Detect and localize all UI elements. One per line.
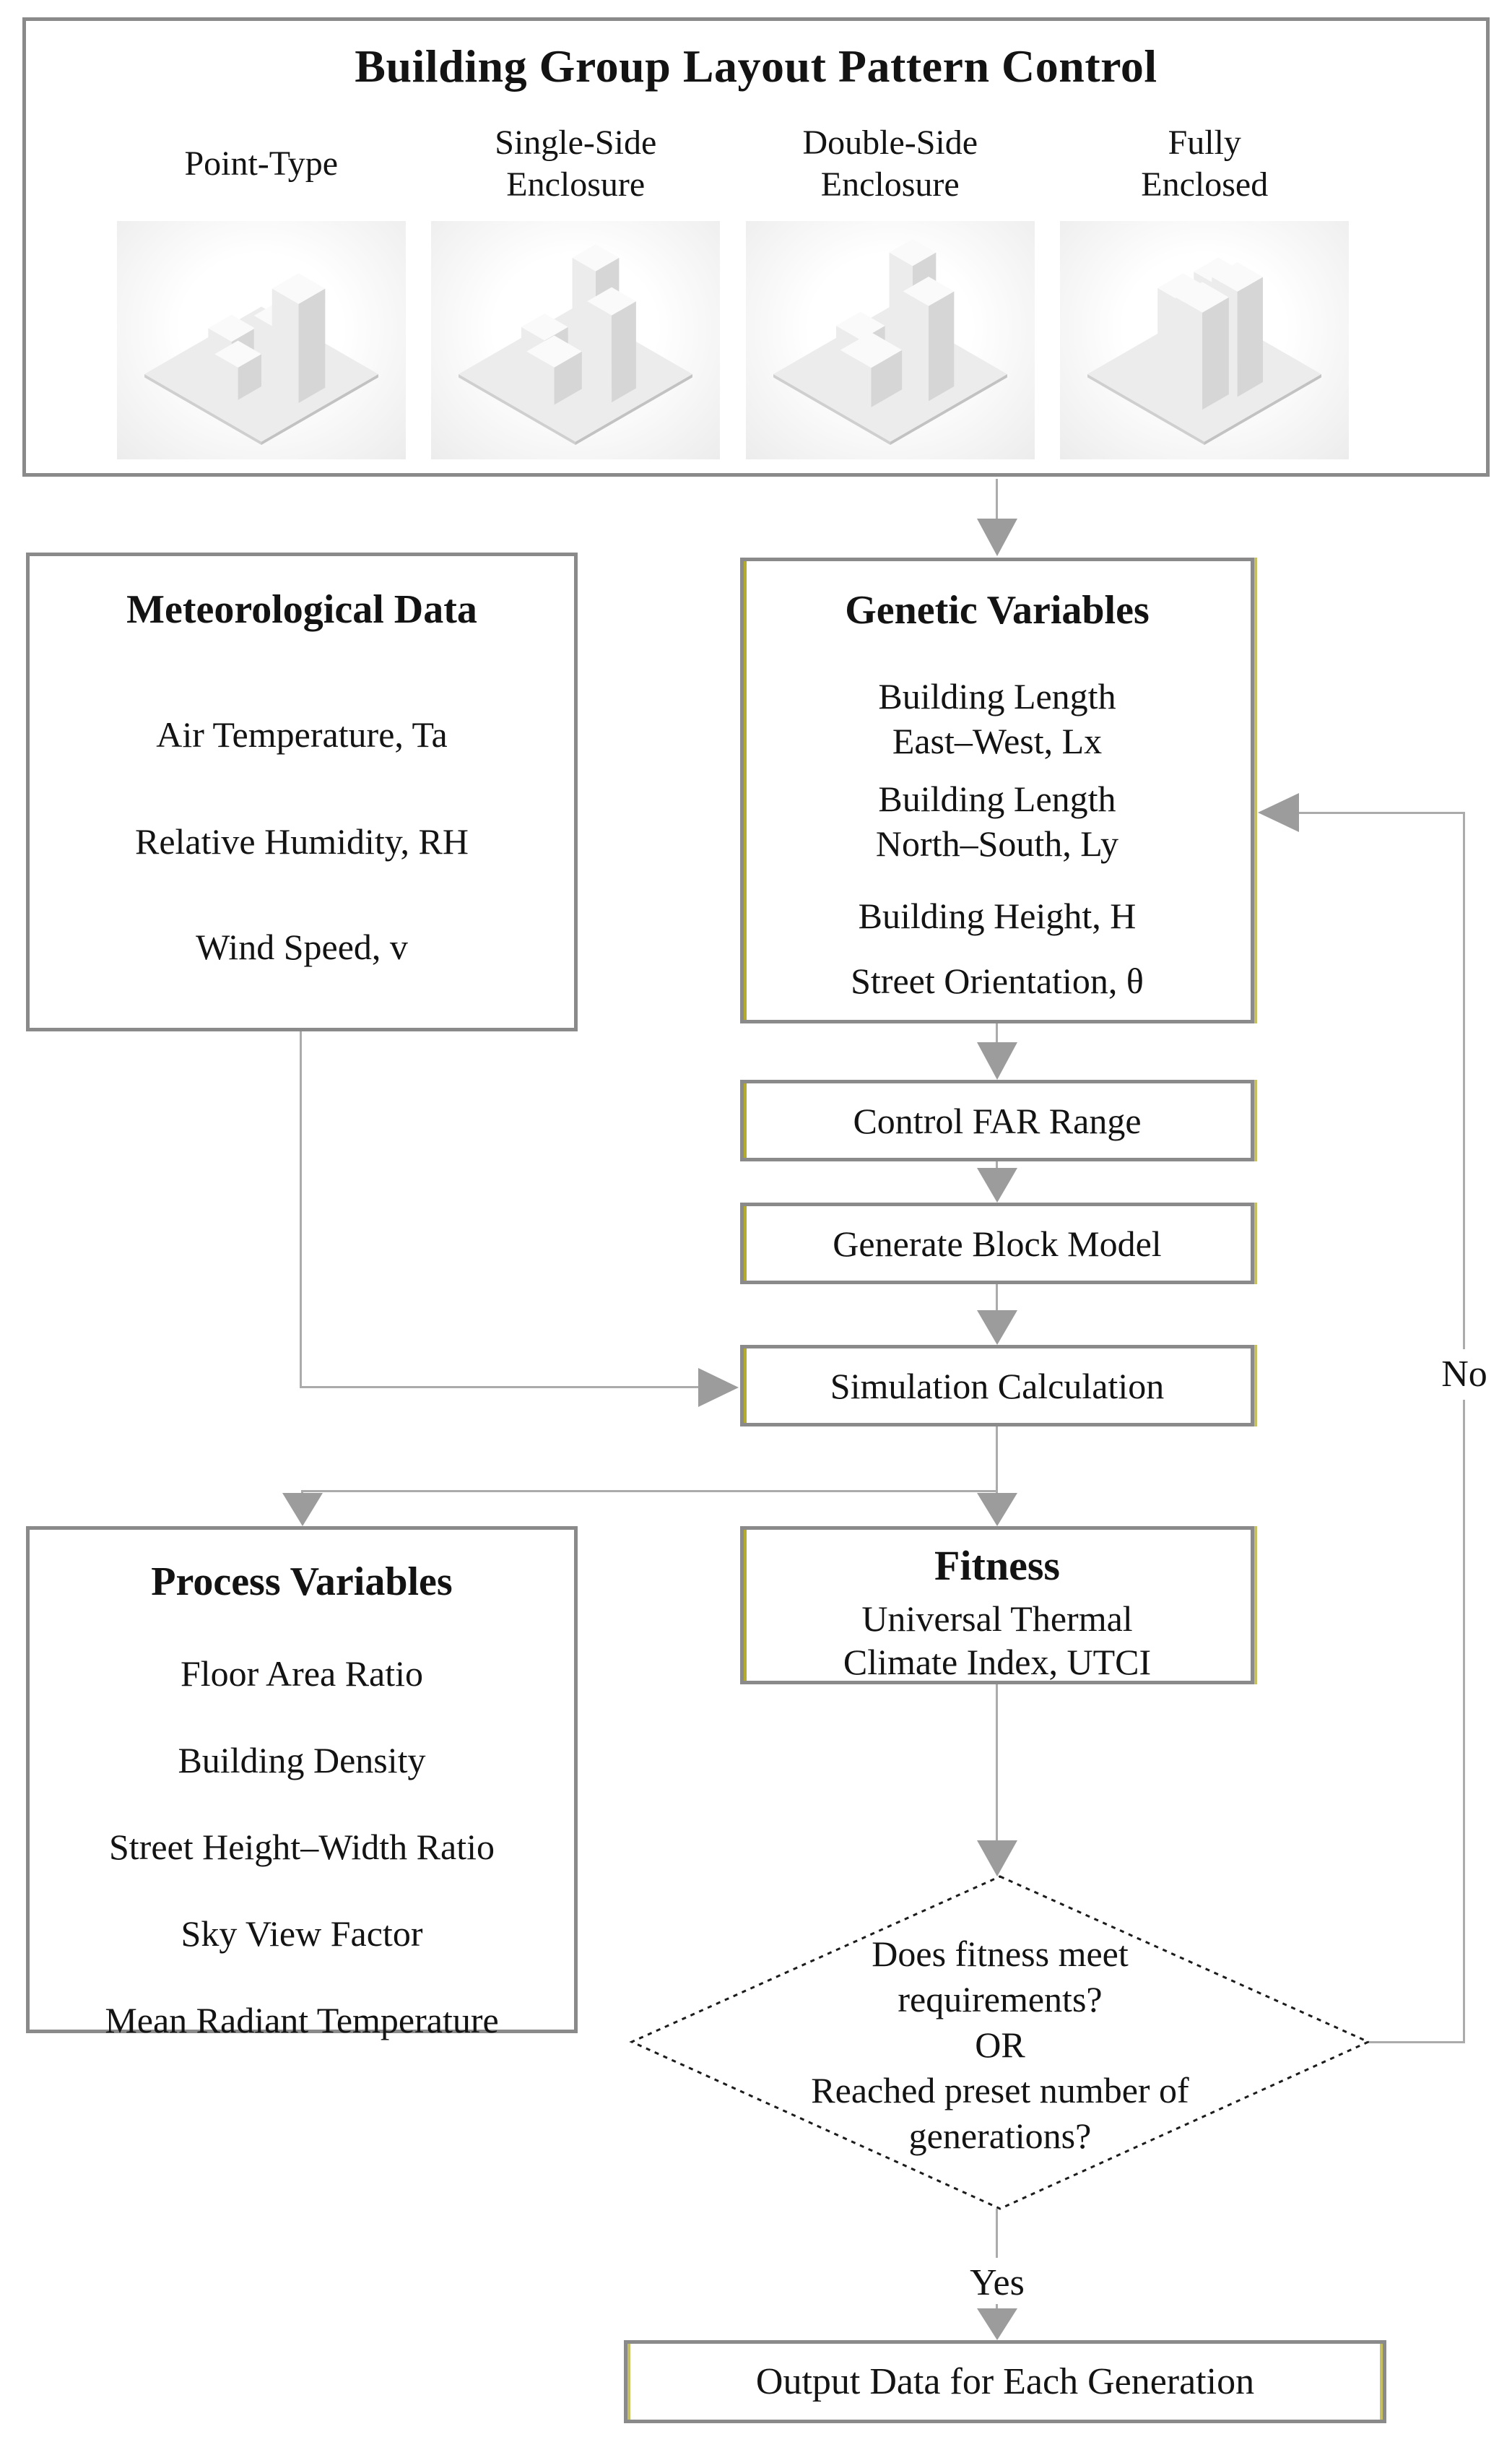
connector-split-horizontal (301, 1490, 998, 1492)
connector-no-horizontal-bottom (1369, 2041, 1465, 2043)
connector-met-down (300, 1031, 302, 1388)
arrowhead-into-process-variables (282, 1493, 323, 1526)
arrowhead-into-output (977, 2308, 1017, 2340)
connector-simulation-down (996, 1426, 998, 1495)
meteorological-data-title: Meteorological Data (126, 587, 477, 632)
pv-item-building-density: Building Density (178, 1740, 426, 1780)
point-type-render-image (116, 221, 406, 459)
connector-decision-to-yes (996, 2209, 998, 2259)
pv-item-mean-radiant-temperature: Mean Radiant Temperature (105, 2000, 499, 2040)
met-item-air-temperature: Air Temperature, Ta (156, 714, 448, 755)
connector-yes-to-output (996, 2304, 998, 2311)
arrowhead-into-decision (977, 1840, 1017, 1876)
gv-item-length-east-west: Building Length East–West, Lx (878, 676, 1116, 761)
generate-block-model-box: Generate Block Model (740, 1203, 1254, 1284)
pv-item-sky-view-factor: Sky View Factor (181, 1913, 423, 1954)
gv-item-street-orientation: Street Orientation, θ (851, 961, 1144, 1001)
pattern-images-row (26, 217, 1486, 463)
arrowhead-into-genetic-variables (977, 519, 1017, 556)
met-item-wind-speed: Wind Speed, v (196, 927, 408, 967)
connector-no-vertical (1463, 812, 1465, 2043)
fully-enclosed-render-image (1060, 221, 1350, 459)
met-item-relative-humidity: Relative Humidity, RH (135, 821, 469, 862)
control-far-range-box: Control FAR Range (740, 1080, 1254, 1161)
pattern-label-point-type: Point-Type (184, 144, 339, 183)
connector-block-to-simulation (996, 1284, 998, 1312)
connector-top-to-genetic (996, 479, 998, 520)
arrowhead-back-into-genetic-variables (1258, 793, 1299, 832)
no-label: No (1431, 1349, 1498, 1400)
double-side-enclosure-render-image (745, 221, 1035, 459)
output-data-box: Output Data for Each Generation (624, 2340, 1386, 2423)
panel-title: Building Group Layout Pattern Control (355, 40, 1157, 92)
gv-item-length-north-south: Building Length North–South, Ly (875, 779, 1119, 864)
connector-fitness-to-decision (996, 1684, 998, 1842)
decision-diamond (629, 1875, 1371, 2210)
gv-item-building-height: Building Height, H (858, 896, 1137, 936)
single-side-enclosure-render-image (431, 221, 721, 459)
fitness-box: Fitness Universal Thermal Climate Index,… (740, 1526, 1254, 1684)
connector-far-to-block (996, 1161, 998, 1170)
genetic-variables-title: Genetic Variables (845, 588, 1150, 633)
pattern-label-fully-enclosed: Fully Enclosed (1141, 124, 1269, 204)
connector-met-across (300, 1386, 700, 1388)
meteorological-data-box: Meteorological Data Air Temperature, Ta … (26, 553, 578, 1031)
pattern-label-single-side: Single-Side Enclosure (495, 124, 657, 204)
arrowhead-into-generate-block (977, 1168, 1017, 1203)
genetic-variables-box: Genetic Variables Building Length East–W… (740, 558, 1254, 1023)
connector-no-horizontal-top (1299, 812, 1465, 814)
pattern-label-double-side: Double-Side Enclosure (802, 124, 978, 204)
pv-item-street-height-width-ratio: Street Height–Width Ratio (108, 1827, 495, 1867)
arrowhead-into-fitness (977, 1493, 1017, 1526)
arrowhead-into-control-far (977, 1042, 1017, 1080)
simulation-calculation-box: Simulation Calculation (740, 1345, 1254, 1426)
arrowhead-into-simulation (977, 1310, 1017, 1345)
connector-genetic-to-far (996, 1023, 998, 1045)
process-variables-box: Process Variables Floor Area Ratio Build… (26, 1526, 578, 2040)
arrowhead-into-simulation-left (698, 1368, 739, 1407)
yes-label: Yes (939, 2258, 1055, 2308)
fitness-utci-line1: Universal Thermal (861, 1598, 1133, 1639)
fitness-utci-line2: Climate Index, UTCI (843, 1642, 1152, 1682)
pattern-labels-row: Point-Type Single-Side Enclosure Double-… (26, 113, 1486, 215)
decision-question: Does fitness meet requirements? OR Reach… (811, 1933, 1189, 2156)
process-variables-title: Process Variables (151, 1559, 453, 1604)
building-pattern-panel: Building Group Layout Pattern Control Po… (22, 17, 1490, 477)
pv-item-floor-area-ratio: Floor Area Ratio (180, 1653, 424, 1694)
fitness-title: Fitness (934, 1542, 1060, 1589)
